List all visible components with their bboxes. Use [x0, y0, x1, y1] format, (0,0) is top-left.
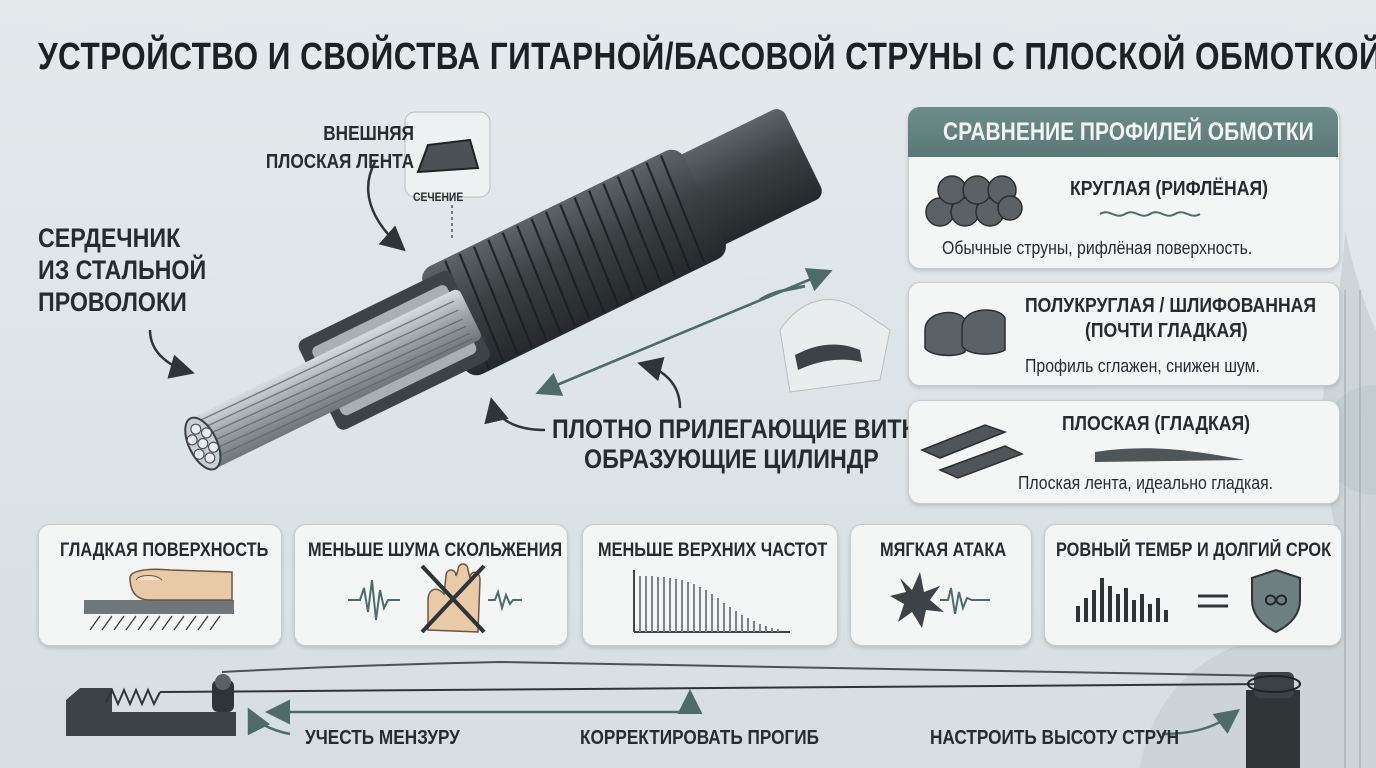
profile-half-round-subtitle: (ПОЧТИ ГЛАДКАЯ) [1085, 320, 1248, 342]
no-slide-noise-icon [348, 563, 522, 634]
flat-ribbon-icon [920, 424, 1024, 479]
round-wire-bundle-icon [925, 175, 1023, 227]
feature-smooth-label: ГЛАДКАЯ ПОВЕРХНОСТЬ [60, 540, 269, 561]
tuner-post [1246, 672, 1301, 768]
steel-wire-core [190, 289, 481, 468]
feature-highs-label: МЕНЬШЕ ВЕРХНИХ ЧАСТОТ [598, 540, 828, 561]
feature-tone-label: РОВНЫЙ ТЕМБР И ДОЛГИЙ СРОК [1056, 540, 1332, 561]
outer-ribbon-label: ВНЕШНЯЯ ПЛОСКАЯ ЛЕНТА [265, 123, 414, 173]
profile-flat-desc: Плоская лента, идеально гладкая. [1018, 473, 1274, 493]
scale-length-label: УЧЕСТЬ МЕНЗУРУ [305, 727, 460, 749]
feature-card-attack [850, 524, 1032, 646]
cross-section-inset [404, 111, 491, 198]
page-title: УСТРОЙСТВО И СВОЙСТВА ГИТАРНОЙ/БАСОВОЙ С… [38, 36, 1376, 78]
profile-half-round-desc: Профиль сглажен, снижен шум. [1025, 356, 1260, 376]
ribbon-profile-inset [779, 299, 891, 393]
half-round-wire-icon [924, 309, 1006, 357]
core-label: СЕРДЕЧНИК ИЗ СТАЛЬНОЙ ПРОВОЛОКИ [38, 223, 207, 317]
section-label: СЕЧЕНИЕ [413, 190, 464, 204]
coils-arrow-right [637, 356, 682, 409]
feature-attack-label: МЯГКАЯ АТАКА [880, 540, 1007, 561]
feature-noise-label: МЕНЬШЕ ШУМА СКОЛЬЖЕНИЯ [308, 540, 563, 561]
relief-label: КОРРЕКТИРОВАТЬ ПРОГИБ [580, 727, 819, 749]
feature-card-highs [582, 524, 838, 646]
soft-attack-icon [890, 572, 990, 628]
flat-wound-cylinder [422, 149, 726, 376]
comparison-title: СРАВНЕНИЕ ПРОФИЛЕЙ ОБМОТКИ [943, 118, 1314, 146]
frequency-rolloff-icon [633, 570, 790, 633]
coils-arrow-left [484, 397, 546, 432]
bridge-saddle [66, 674, 236, 736]
action-height-label: НАСТРОИТЬ ВЫСОТУ СТРУН [930, 727, 1180, 749]
outer-ribbon-arrow [366, 161, 406, 252]
finger-on-surface-icon [84, 568, 234, 631]
profile-round-desc: Обычные струны, рифлёная поверхность. [942, 238, 1253, 258]
equalizer-shield-icon [1076, 568, 1301, 634]
profile-half-round-title: ПОЛУКРУГЛАЯ / ШЛИФОВАННАЯ [1025, 295, 1317, 317]
profile-flat-title: ПЛОСКАЯ (ГЛАДКАЯ) [1062, 413, 1251, 435]
coils-label: ПЛОТНО ПРИЛЕГАЮЩИЕ ВИТКИ, ОБРАЗУЮЩИЕ ЦИЛ… [552, 414, 939, 474]
core-arrow [148, 329, 195, 379]
profile-round-title: КРУГЛАЯ (РИФЛЁНАЯ) [1070, 178, 1268, 200]
comparison-header [908, 107, 1338, 157]
